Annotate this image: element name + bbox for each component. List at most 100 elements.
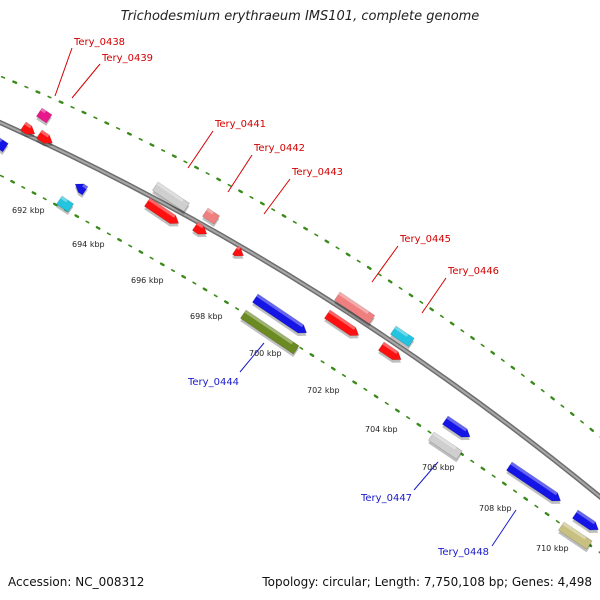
ring-dot [320, 360, 325, 364]
ring-dot [12, 80, 18, 84]
ring-dot [523, 496, 529, 501]
tick-label: 704 kbp [365, 425, 398, 434]
leader-line [421, 277, 447, 314]
cds-feature[interactable] [201, 207, 221, 228]
cds-feature[interactable] [191, 221, 211, 241]
ring-dot [387, 279, 393, 284]
tick-label: 692 kbp [12, 206, 45, 215]
ring-dot [249, 195, 254, 199]
kbp-ticks: 692 kbp 694 kbp 696 kbp 698 kbp 700 kbp … [12, 206, 569, 553]
cds-feature[interactable] [441, 415, 474, 444]
gene-label[interactable]: Tery_0443 [291, 167, 343, 178]
gene-label[interactable]: Tery_0446 [447, 266, 499, 277]
cds-feature[interactable] [333, 291, 376, 327]
ring-dot [309, 353, 315, 358]
ring-dot [314, 233, 319, 237]
cds-feature[interactable] [35, 129, 56, 150]
leader-line [239, 342, 265, 373]
cds-feature[interactable] [377, 341, 405, 367]
cds-feature[interactable] [571, 509, 600, 537]
cds-feature[interactable] [389, 325, 415, 350]
ring-dot [534, 504, 539, 509]
ring-dot [366, 265, 372, 270]
ring-dot [324, 239, 330, 244]
cds-feature[interactable] [231, 245, 248, 263]
ring-dot [500, 358, 505, 362]
tick-label: 710 kbp [536, 544, 569, 553]
leader-line [491, 509, 517, 547]
ring-dot [480, 343, 485, 348]
ring-dot [93, 116, 98, 120]
label-leader-lines [54, 47, 517, 547]
ring-dot [501, 481, 507, 486]
gene-label[interactable]: Tery_0447 [360, 493, 412, 504]
ring-dot [216, 177, 222, 182]
cds-feature[interactable] [35, 107, 53, 126]
ring-dot [21, 185, 26, 189]
ring-dot [530, 380, 536, 385]
ring-dot [555, 520, 560, 524]
gene-label[interactable]: Tery_0442 [253, 143, 305, 154]
leader-line [227, 154, 253, 193]
leader-line [263, 178, 291, 215]
cds-feature[interactable] [239, 309, 300, 357]
genome-backbone [0, 119, 600, 501]
ring-dot [31, 191, 37, 195]
ring-dot [47, 95, 52, 99]
ring-dot [377, 273, 382, 277]
ring-dot [303, 226, 308, 231]
ring-dot [52, 202, 58, 207]
ring-dot [299, 346, 304, 350]
cds-feature[interactable] [323, 309, 363, 342]
cds-feature[interactable] [55, 195, 75, 216]
tick-label: 708 kbp [479, 504, 512, 513]
cds-feature[interactable] [0, 137, 10, 155]
ring-dot [0, 174, 4, 178]
gene-label[interactable]: Tery_0439 [101, 53, 153, 64]
ring-dot [181, 274, 187, 279]
ring-dot [373, 394, 379, 399]
cds-feature[interactable] [557, 521, 593, 553]
cds-feature[interactable] [505, 461, 565, 508]
cds-feature[interactable] [71, 180, 89, 198]
cds-feature[interactable] [251, 293, 311, 340]
ring-dot [292, 220, 297, 224]
ring-dot [580, 420, 584, 424]
gene-label[interactable]: Tery_0445 [399, 234, 451, 245]
ring-dot [223, 300, 229, 305]
ring-dot [81, 110, 87, 115]
cds-feature[interactable] [427, 431, 463, 463]
cds-feature[interactable] [19, 121, 39, 141]
ring-dot [24, 85, 29, 89]
gene-label[interactable]: Tery_0448 [437, 547, 489, 558]
cds-feature[interactable] [151, 181, 191, 215]
ring-dot [480, 466, 486, 471]
ring-dot [159, 262, 165, 267]
tick-label: 700 kbp [249, 349, 282, 358]
ring-dot [419, 300, 424, 304]
ring-dot [398, 286, 403, 290]
gene-label[interactable]: Tery_0441 [214, 119, 266, 130]
ring-dot [429, 307, 435, 312]
map-title: Trichodesmium erythraeum IMS101, complet… [120, 9, 480, 24]
ring-dot [161, 149, 166, 152]
cds-feature[interactable] [143, 197, 183, 230]
ring-dot [406, 416, 411, 420]
ring-dot [74, 214, 80, 219]
ring-dot [235, 307, 240, 311]
gene-label[interactable]: Tery_0444 [187, 377, 239, 388]
ring-dot [170, 269, 176, 273]
genome-summary-text: Topology: circular; Length: 7,750,108 bp… [262, 575, 592, 589]
gene-label[interactable]: Tery_0438 [73, 37, 125, 48]
ring-dot [470, 336, 475, 341]
ring-dot [138, 137, 143, 141]
ring-dot [491, 474, 496, 478]
tick-label: 706 kbp [422, 463, 455, 472]
gene-labels: Tery_0438 Tery_0439 Tery_0441 Tery_0442 … [73, 37, 499, 558]
ring-dot [95, 226, 101, 230]
leader-line [187, 130, 214, 169]
ring-dot [192, 281, 197, 285]
ring-dot [202, 287, 208, 292]
